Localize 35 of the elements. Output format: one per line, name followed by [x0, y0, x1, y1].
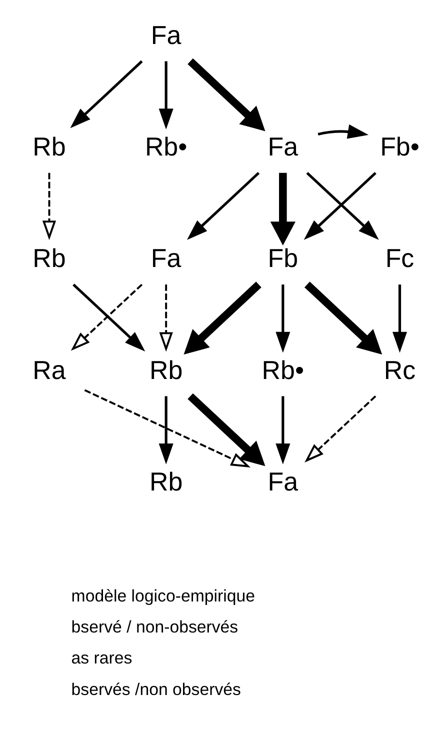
- arrow: [158, 61, 173, 130]
- label: bservés /non observés: [70, 680, 240, 699]
- arrow: [187, 58, 265, 132]
- arrow: [317, 124, 368, 139]
- node-text: Ra: [32, 354, 66, 385]
- node-text: Fa: [150, 20, 181, 50]
- arrow: [70, 60, 142, 128]
- arrow: [304, 395, 376, 462]
- node-text: Rc: [383, 354, 416, 385]
- arrow: [392, 284, 407, 353]
- node-text: Fa: [150, 243, 181, 274]
- node-text: Rb: [32, 243, 66, 274]
- node-text: Rb•: [261, 354, 304, 385]
- arrow: [275, 284, 290, 353]
- node-text: Fb: [267, 243, 298, 274]
- label: bservé / non-observés: [70, 617, 238, 636]
- arrow: [158, 396, 173, 464]
- label: as rares: [70, 648, 132, 668]
- node-text: Fb•: [380, 131, 419, 162]
- arrow: [275, 396, 290, 464]
- arrow: [186, 172, 260, 240]
- node-text: Fa: [267, 466, 298, 496]
- node-text: Fc: [384, 243, 414, 274]
- arrow: [187, 393, 265, 466]
- node-text: Fa: [267, 131, 298, 162]
- label: modèle logico-empirique: [70, 586, 254, 606]
- node-text: Rb•: [144, 131, 187, 162]
- arrow: [84, 389, 250, 468]
- node-text: Rb: [148, 354, 182, 385]
- arrow: [183, 282, 261, 354]
- node-text: Rb: [32, 131, 66, 162]
- node-text: Rb: [148, 466, 182, 496]
- arrow: [42, 172, 56, 240]
- arrow: [304, 282, 382, 354]
- arrow: [158, 284, 172, 352]
